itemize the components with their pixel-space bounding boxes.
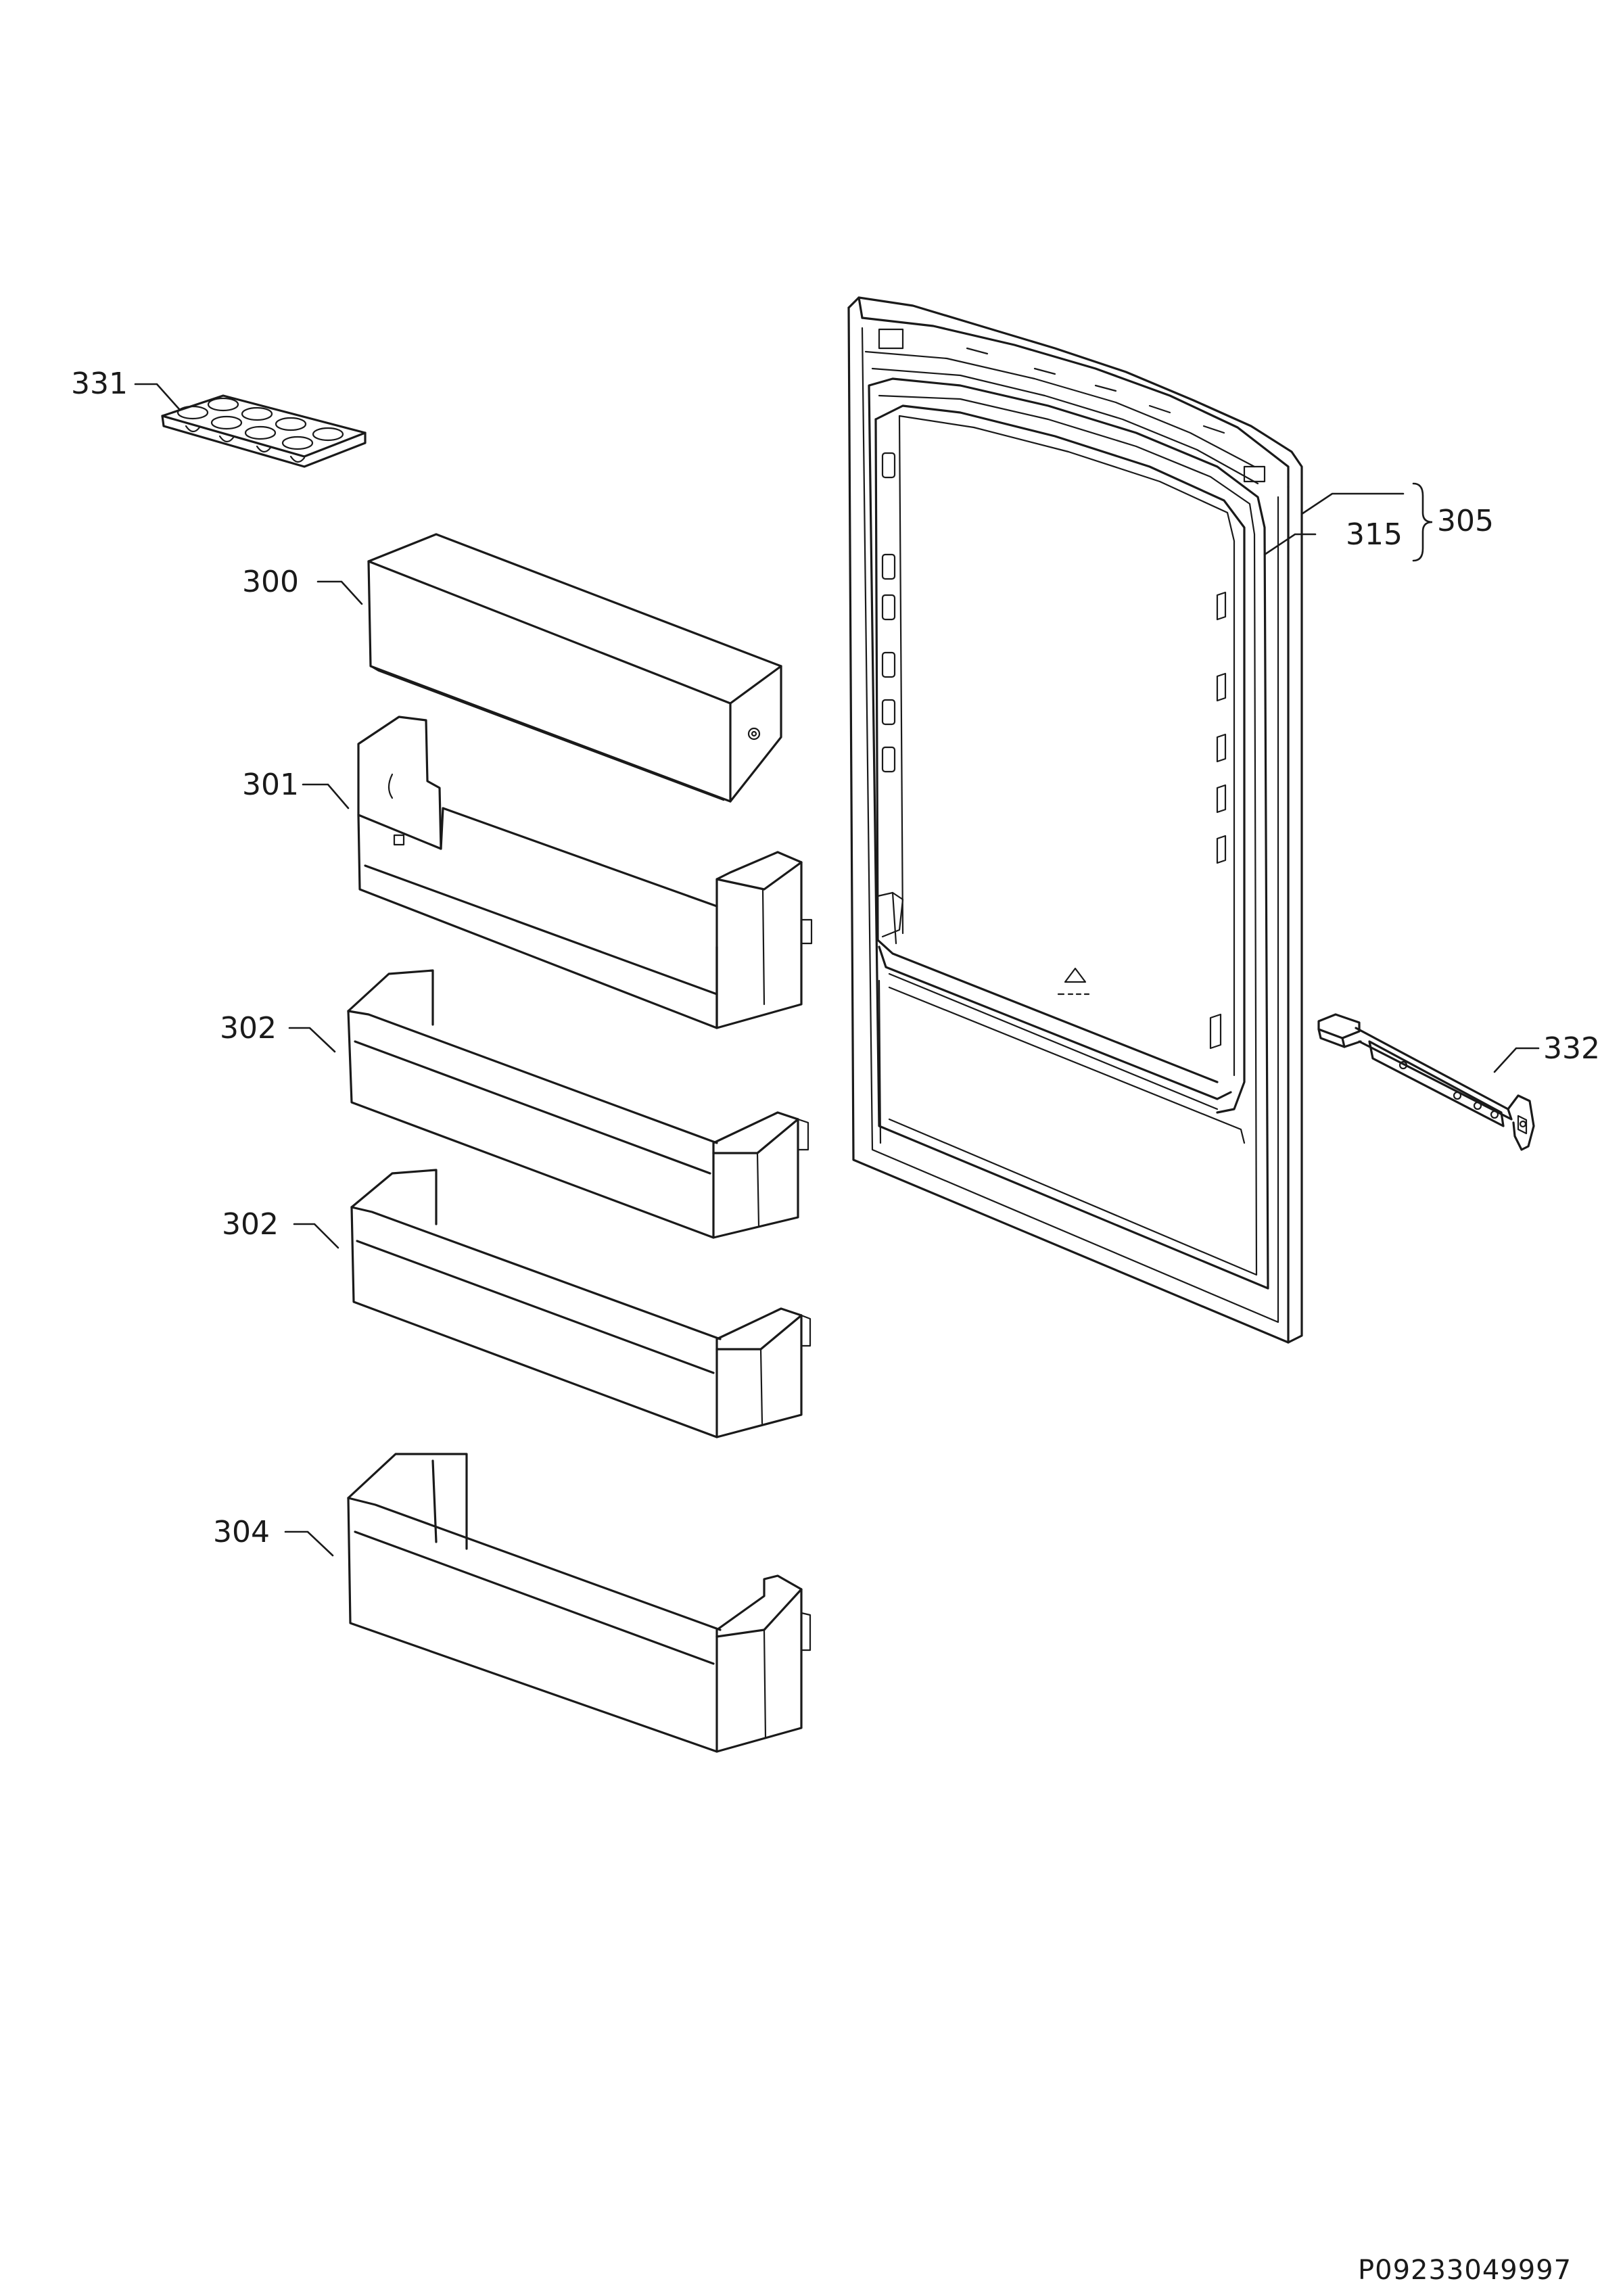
part-331-egg-tray [161, 394, 367, 468]
leader-lines [134, 383, 1540, 1557]
part-labels: 331 300 301 302 302 304 305 315 332 [71, 367, 1600, 1549]
label-332: 332 [1543, 1031, 1600, 1066]
part-301-dairy-compartment [357, 716, 813, 1029]
label-304: 304 [213, 1515, 270, 1549]
part-302-door-bin-upper [347, 969, 809, 1239]
part-332-hinge [1317, 1013, 1535, 1151]
part-302-door-bin-lower [350, 1169, 812, 1438]
label-302-upper: 302 [220, 1011, 277, 1046]
part-305-door-assembly [847, 296, 1303, 1344]
label-331: 331 [71, 367, 128, 401]
label-302-lower: 302 [222, 1207, 279, 1242]
label-300: 300 [242, 565, 299, 599]
part-304-bottle-bin [347, 1453, 812, 1753]
drawing-reference-number: P09233049997 [1358, 2255, 1572, 2286]
label-305: 305 [1437, 504, 1494, 538]
label-301: 301 [242, 768, 299, 802]
label-315: 315 [1346, 517, 1403, 552]
part-300-dairy-lid [367, 533, 782, 803]
